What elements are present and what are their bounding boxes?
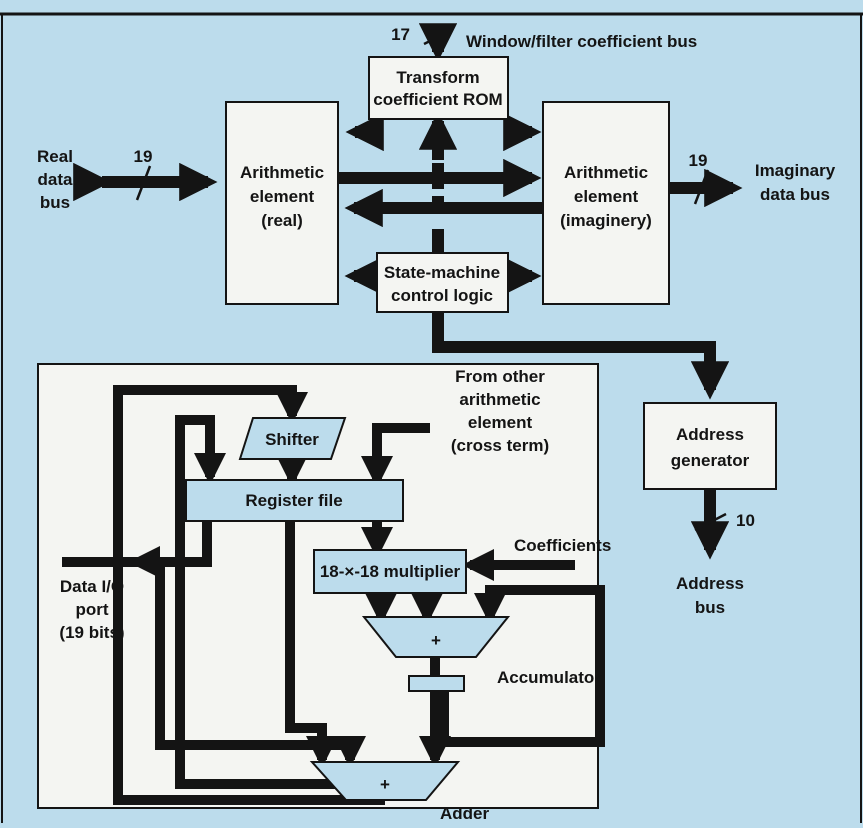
from-other-label-1: From other bbox=[455, 367, 545, 386]
data-port-to-adder bbox=[155, 562, 367, 768]
imag-bus-label-2: data bus bbox=[760, 185, 830, 204]
coeff-bus-width-label: 17 bbox=[391, 25, 410, 44]
multiplier bbox=[313, 549, 467, 594]
arith-imag-label-2: element bbox=[574, 187, 639, 206]
arith-real-label-3: (real) bbox=[261, 211, 303, 230]
coeff-bus-slash bbox=[423, 28, 453, 46]
address-bus-slash bbox=[694, 512, 727, 532]
multiplier-label: 18-×-18 multiplier bbox=[320, 562, 461, 581]
state-machine-label-2: control logic bbox=[391, 286, 493, 305]
data-port-label-2: port bbox=[75, 600, 108, 619]
from-other-label-3: element bbox=[468, 413, 533, 432]
register-file bbox=[185, 479, 404, 522]
state-machine-label-1: State-machine bbox=[384, 263, 500, 282]
output-adder bbox=[309, 761, 461, 801]
data-port-label-3: (19 bits) bbox=[59, 623, 124, 642]
arith-imag-label-1: Arithmetic bbox=[564, 163, 648, 182]
shifter-label: Shifter bbox=[265, 430, 319, 449]
real-bus-label-2: data bbox=[38, 170, 74, 189]
real-bus-width-label: 19 bbox=[134, 147, 153, 166]
address-bus-label-1: Address bbox=[676, 574, 744, 593]
real-bus-label-1: Real bbox=[37, 147, 73, 166]
state-to-address-bus bbox=[432, 312, 730, 400]
arith-real-label-1: Arithmetic bbox=[240, 163, 324, 182]
feedback-loop-inner bbox=[175, 415, 362, 789]
address-bus-label-2: bus bbox=[695, 598, 725, 617]
imag-bus-label-1: Imaginary bbox=[755, 161, 836, 180]
accumulator-adder bbox=[361, 616, 511, 658]
address-generator bbox=[643, 402, 777, 490]
accumulator-latch bbox=[408, 675, 465, 692]
coefficients-label: Coefficients bbox=[514, 536, 611, 555]
address-gen-label-2: generator bbox=[671, 451, 750, 470]
arith-real-label-2: element bbox=[250, 187, 315, 206]
adder-label: Adder bbox=[440, 804, 490, 823]
data-port-label-1: Data I/O bbox=[60, 577, 124, 596]
register-file-label: Register file bbox=[245, 491, 342, 510]
accumulator-plus: + bbox=[431, 631, 441, 650]
accumulator-loop bbox=[439, 585, 605, 747]
address-gen-label-1: Address bbox=[676, 425, 744, 444]
address-bus-width-label: 10 bbox=[736, 511, 755, 530]
adder-plus: + bbox=[380, 775, 390, 794]
arith-imag-label-3: (imaginery) bbox=[560, 211, 652, 230]
rom-label-2: coefficient ROM bbox=[373, 90, 502, 109]
transform-coefficient-rom bbox=[368, 56, 509, 120]
real-bus-label-3: bus bbox=[40, 193, 70, 212]
real-bus-slash bbox=[135, 165, 152, 201]
accumulator-label: Accumulator bbox=[497, 668, 601, 687]
imag-bus-slash bbox=[693, 169, 710, 205]
coeff-bus-label: Window/filter coefficient bus bbox=[466, 32, 697, 51]
arithmetic-element-real bbox=[225, 101, 339, 305]
cross-term-input bbox=[361, 423, 430, 488]
feedback-loop-outer bbox=[113, 385, 385, 805]
state-machine-control-logic bbox=[376, 252, 509, 313]
arithmetic-element-imag bbox=[542, 101, 670, 305]
from-other-label-2: arithmetic bbox=[459, 390, 540, 409]
rom-label-1: Transform bbox=[396, 68, 479, 87]
imag-bus-width-label: 19 bbox=[689, 151, 708, 170]
shifter bbox=[238, 417, 347, 460]
from-other-label-4: (cross term) bbox=[451, 436, 549, 455]
